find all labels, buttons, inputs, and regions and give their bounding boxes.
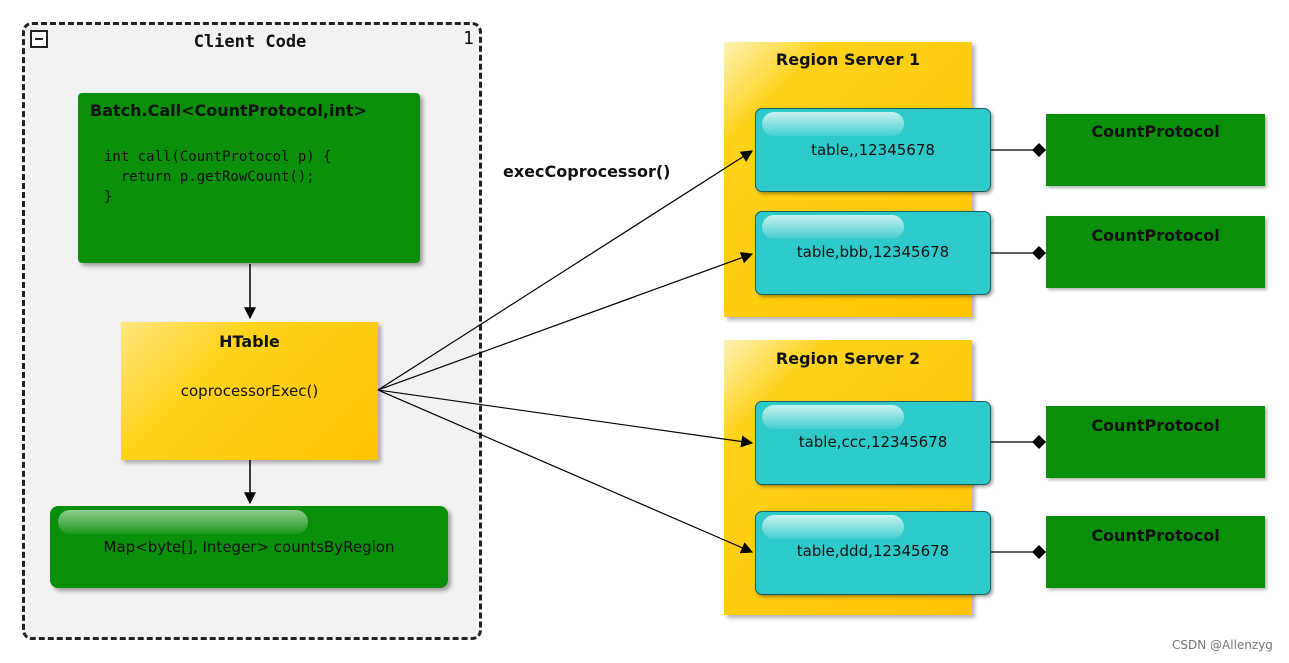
- count-protocol-label: CountProtocol: [1091, 226, 1220, 245]
- region-server-title: Region Server 1: [775, 50, 921, 69]
- region-table-label: table,ddd,12345678: [796, 542, 950, 560]
- region-table-box: [755, 211, 991, 295]
- watermark: CSDN @Allenzyg: [1172, 638, 1273, 652]
- exec-arrow-2: [377, 252, 754, 391]
- count-protocol-box: [1046, 216, 1265, 288]
- region-server-title: Region Server 2: [775, 349, 921, 368]
- code-line: }: [104, 189, 113, 205]
- region-table-label: table,bbb,12345678: [796, 243, 950, 261]
- collapse-icon[interactable]: [30, 30, 48, 48]
- count-protocol-label: CountProtocol: [1091, 122, 1220, 141]
- region-table-box: [755, 401, 991, 485]
- counts-map-label: Map<byte[], Integer> countsByRegion: [103, 538, 395, 556]
- htable-box: [121, 322, 378, 460]
- exec-coprocessor-label: execCoprocessor(): [503, 162, 671, 181]
- exec-arrow-4: [377, 389, 754, 554]
- count-protocol-label: CountProtocol: [1091, 526, 1220, 545]
- batch-call-box: [78, 93, 420, 263]
- count-protocol-label: CountProtocol: [1091, 416, 1220, 435]
- exec-arrow-3: [377, 389, 754, 448]
- exec-arrow-1: [377, 150, 754, 391]
- count-protocol-box: [1046, 406, 1265, 478]
- region-table-box: [755, 108, 991, 192]
- client-code-title: Client Code: [193, 32, 307, 52]
- count-protocol-box: [1046, 516, 1265, 588]
- client-code-number: 1: [463, 28, 474, 49]
- code-line: int call(CountProtocol p) {: [104, 149, 332, 165]
- region-table-label: table,,12345678: [811, 141, 935, 159]
- htable-title: HTable: [219, 332, 280, 351]
- region-table-box: [755, 511, 991, 595]
- batch-call-title: Batch.Call<CountProtocol,int>: [90, 101, 367, 120]
- code-line: return p.getRowCount();: [104, 169, 315, 185]
- htable-method: coprocessorExec(): [180, 382, 319, 400]
- count-protocol-box: [1046, 114, 1265, 186]
- region-table-label: table,ccc,12345678: [798, 433, 948, 451]
- counts-map-box: [50, 506, 448, 588]
